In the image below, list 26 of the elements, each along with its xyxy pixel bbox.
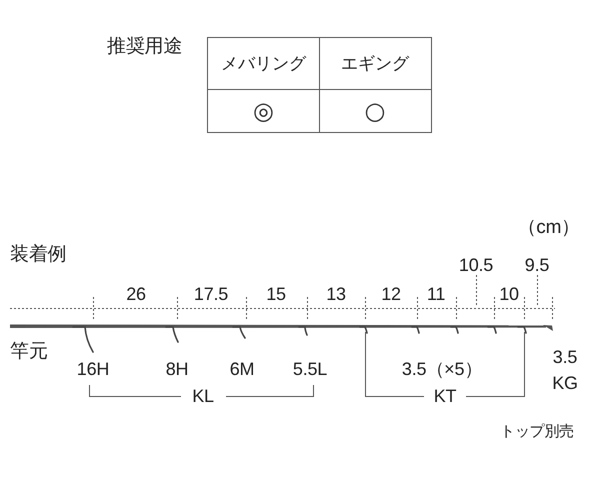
guide-size: 3.5 KG [551,346,579,395]
usage-name: メバリング [221,53,306,75]
guide-size: 8H [166,358,188,381]
spacing-value: 26 [126,282,146,306]
spacing-value: 12 [381,282,401,306]
guide-size: 3.5（×5） [402,358,482,381]
series-label: KL [192,384,214,408]
series-label: KT [434,384,456,408]
spacing-value: 15 [266,282,286,306]
section-heading: 装着例 [10,242,66,268]
spacing-value: 10.5 [458,254,494,277]
guide-size: 6M [230,358,254,381]
usage-name: エギング [341,53,409,75]
rating-mark: ○ [364,98,386,122]
spacing-value: 11 [426,282,446,306]
note: トップ別売 [500,422,574,442]
spacing-value: 17.5 [194,282,228,306]
section-heading: 推奨用途 [107,35,182,60]
spacing-value: 13 [326,282,346,306]
rating-mark: ◎ [253,98,274,122]
guide-size: 5.5L [292,358,328,381]
guide-size: 16H [76,358,110,381]
rod-butt-label: 竿元 [10,340,48,364]
spacing-value: 9.5 [524,254,550,277]
spacing-value: 10 [499,282,519,306]
unit-label: （cm） [517,216,580,240]
